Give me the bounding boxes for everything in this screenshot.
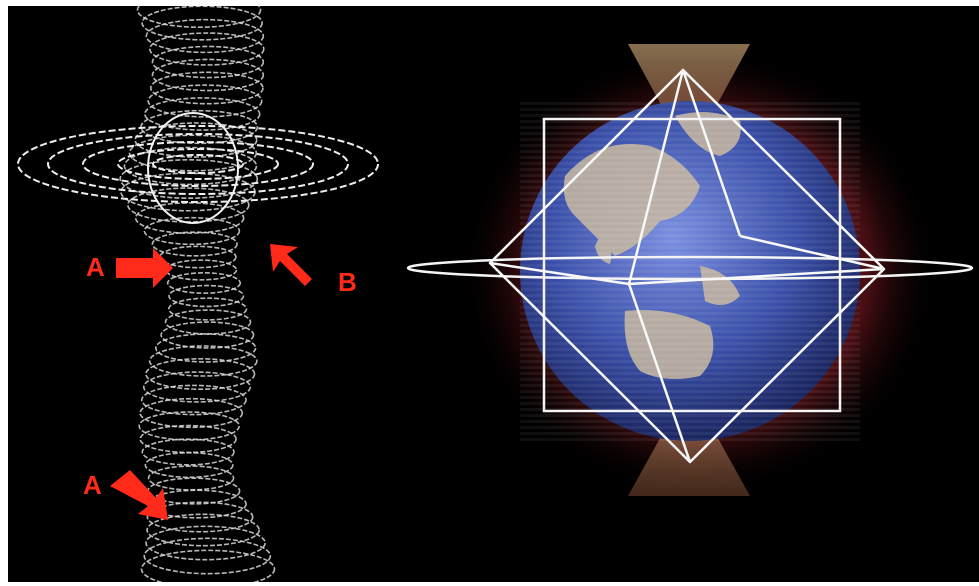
earth-octahedron-diagram	[400, 6, 979, 582]
coil-ring	[146, 359, 255, 389]
right-arrow-icon	[116, 248, 173, 288]
coil-ring	[168, 273, 241, 293]
disc-ring	[18, 126, 378, 202]
coil-ring	[151, 72, 263, 103]
scanline-overlay	[520, 101, 860, 441]
earth-octahedron-panel	[400, 6, 979, 582]
torus-vortex-diagram: A B A	[8, 6, 400, 582]
down-left-arrow-icon	[270, 244, 323, 286]
label-a-upper: A	[86, 252, 105, 282]
horizontal-disc-rings	[18, 126, 378, 202]
down-right-arrow-icon	[110, 470, 168, 520]
coil-ring	[169, 286, 244, 307]
coil-ring	[152, 59, 263, 90]
torus-vortex-panel: A B A	[8, 6, 400, 582]
coil-ring	[169, 298, 247, 320]
coil-ring	[144, 218, 239, 245]
label-b: B	[338, 267, 357, 297]
coil-ring	[161, 322, 253, 348]
coil-ring	[140, 399, 242, 428]
coil-ring	[145, 453, 233, 478]
coil-ring	[146, 20, 263, 53]
coil-ring	[166, 260, 237, 280]
label-a-lower: A	[83, 470, 102, 500]
coil-ring	[152, 232, 237, 256]
coil-ring	[141, 550, 274, 582]
